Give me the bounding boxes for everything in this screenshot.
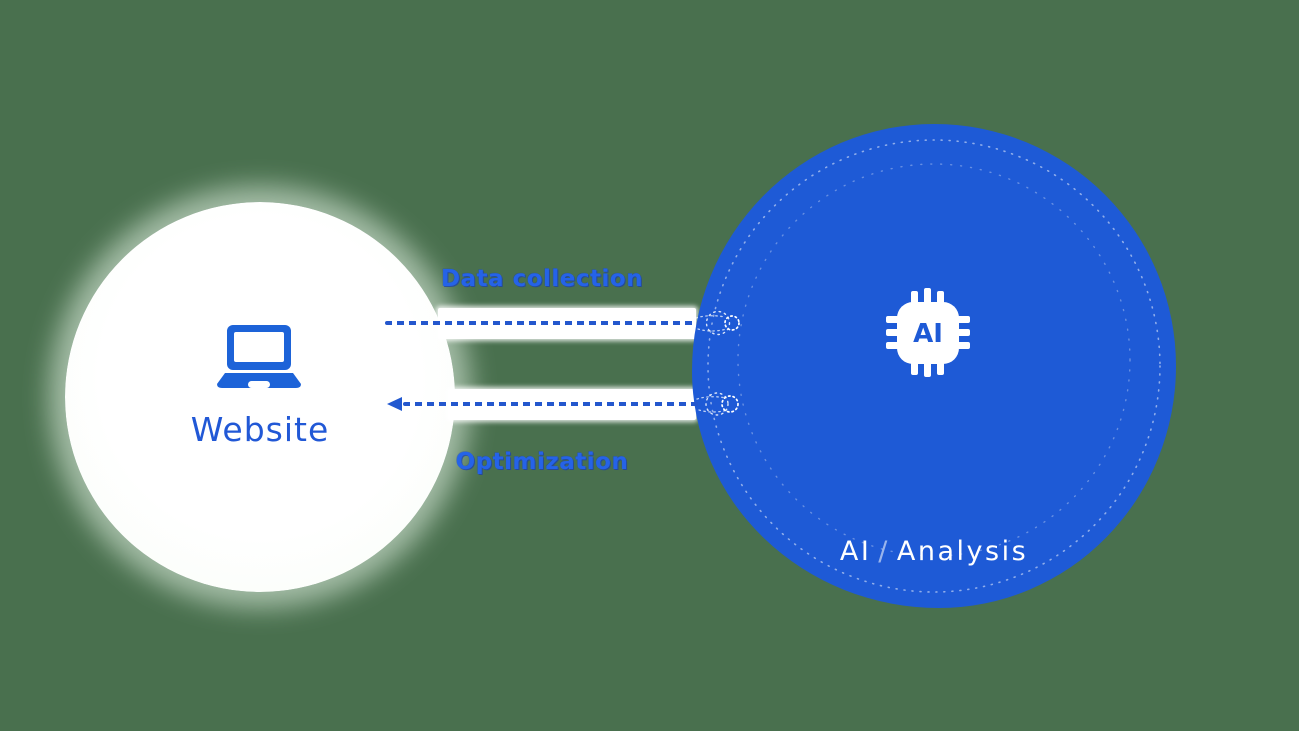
ai-label-right: Analysis xyxy=(896,536,1029,567)
laptop-icon xyxy=(217,325,301,388)
optimization-label: Optimization xyxy=(455,449,629,475)
sketch-rings-decoration xyxy=(707,139,1161,593)
ai-chip-icon: AI xyxy=(886,288,970,377)
scribble-arrow-end-icon xyxy=(696,392,739,416)
left-arrowhead-icon xyxy=(387,397,402,411)
ai-label-left: AI xyxy=(839,536,872,567)
optimization-arrow xyxy=(403,402,700,406)
scribble-arrow-end-icon xyxy=(695,310,740,336)
ai-label-separator: / xyxy=(878,536,890,567)
ai-chip-label: AI xyxy=(913,319,943,349)
data-collection-arrow xyxy=(385,321,700,325)
ai-node-label: AI/Analysis xyxy=(692,536,1176,567)
website-node-label: Website xyxy=(190,410,330,449)
data-collection-label: Data collection xyxy=(440,266,644,292)
ai-node-circle: AI AI/Analysis xyxy=(692,124,1176,608)
